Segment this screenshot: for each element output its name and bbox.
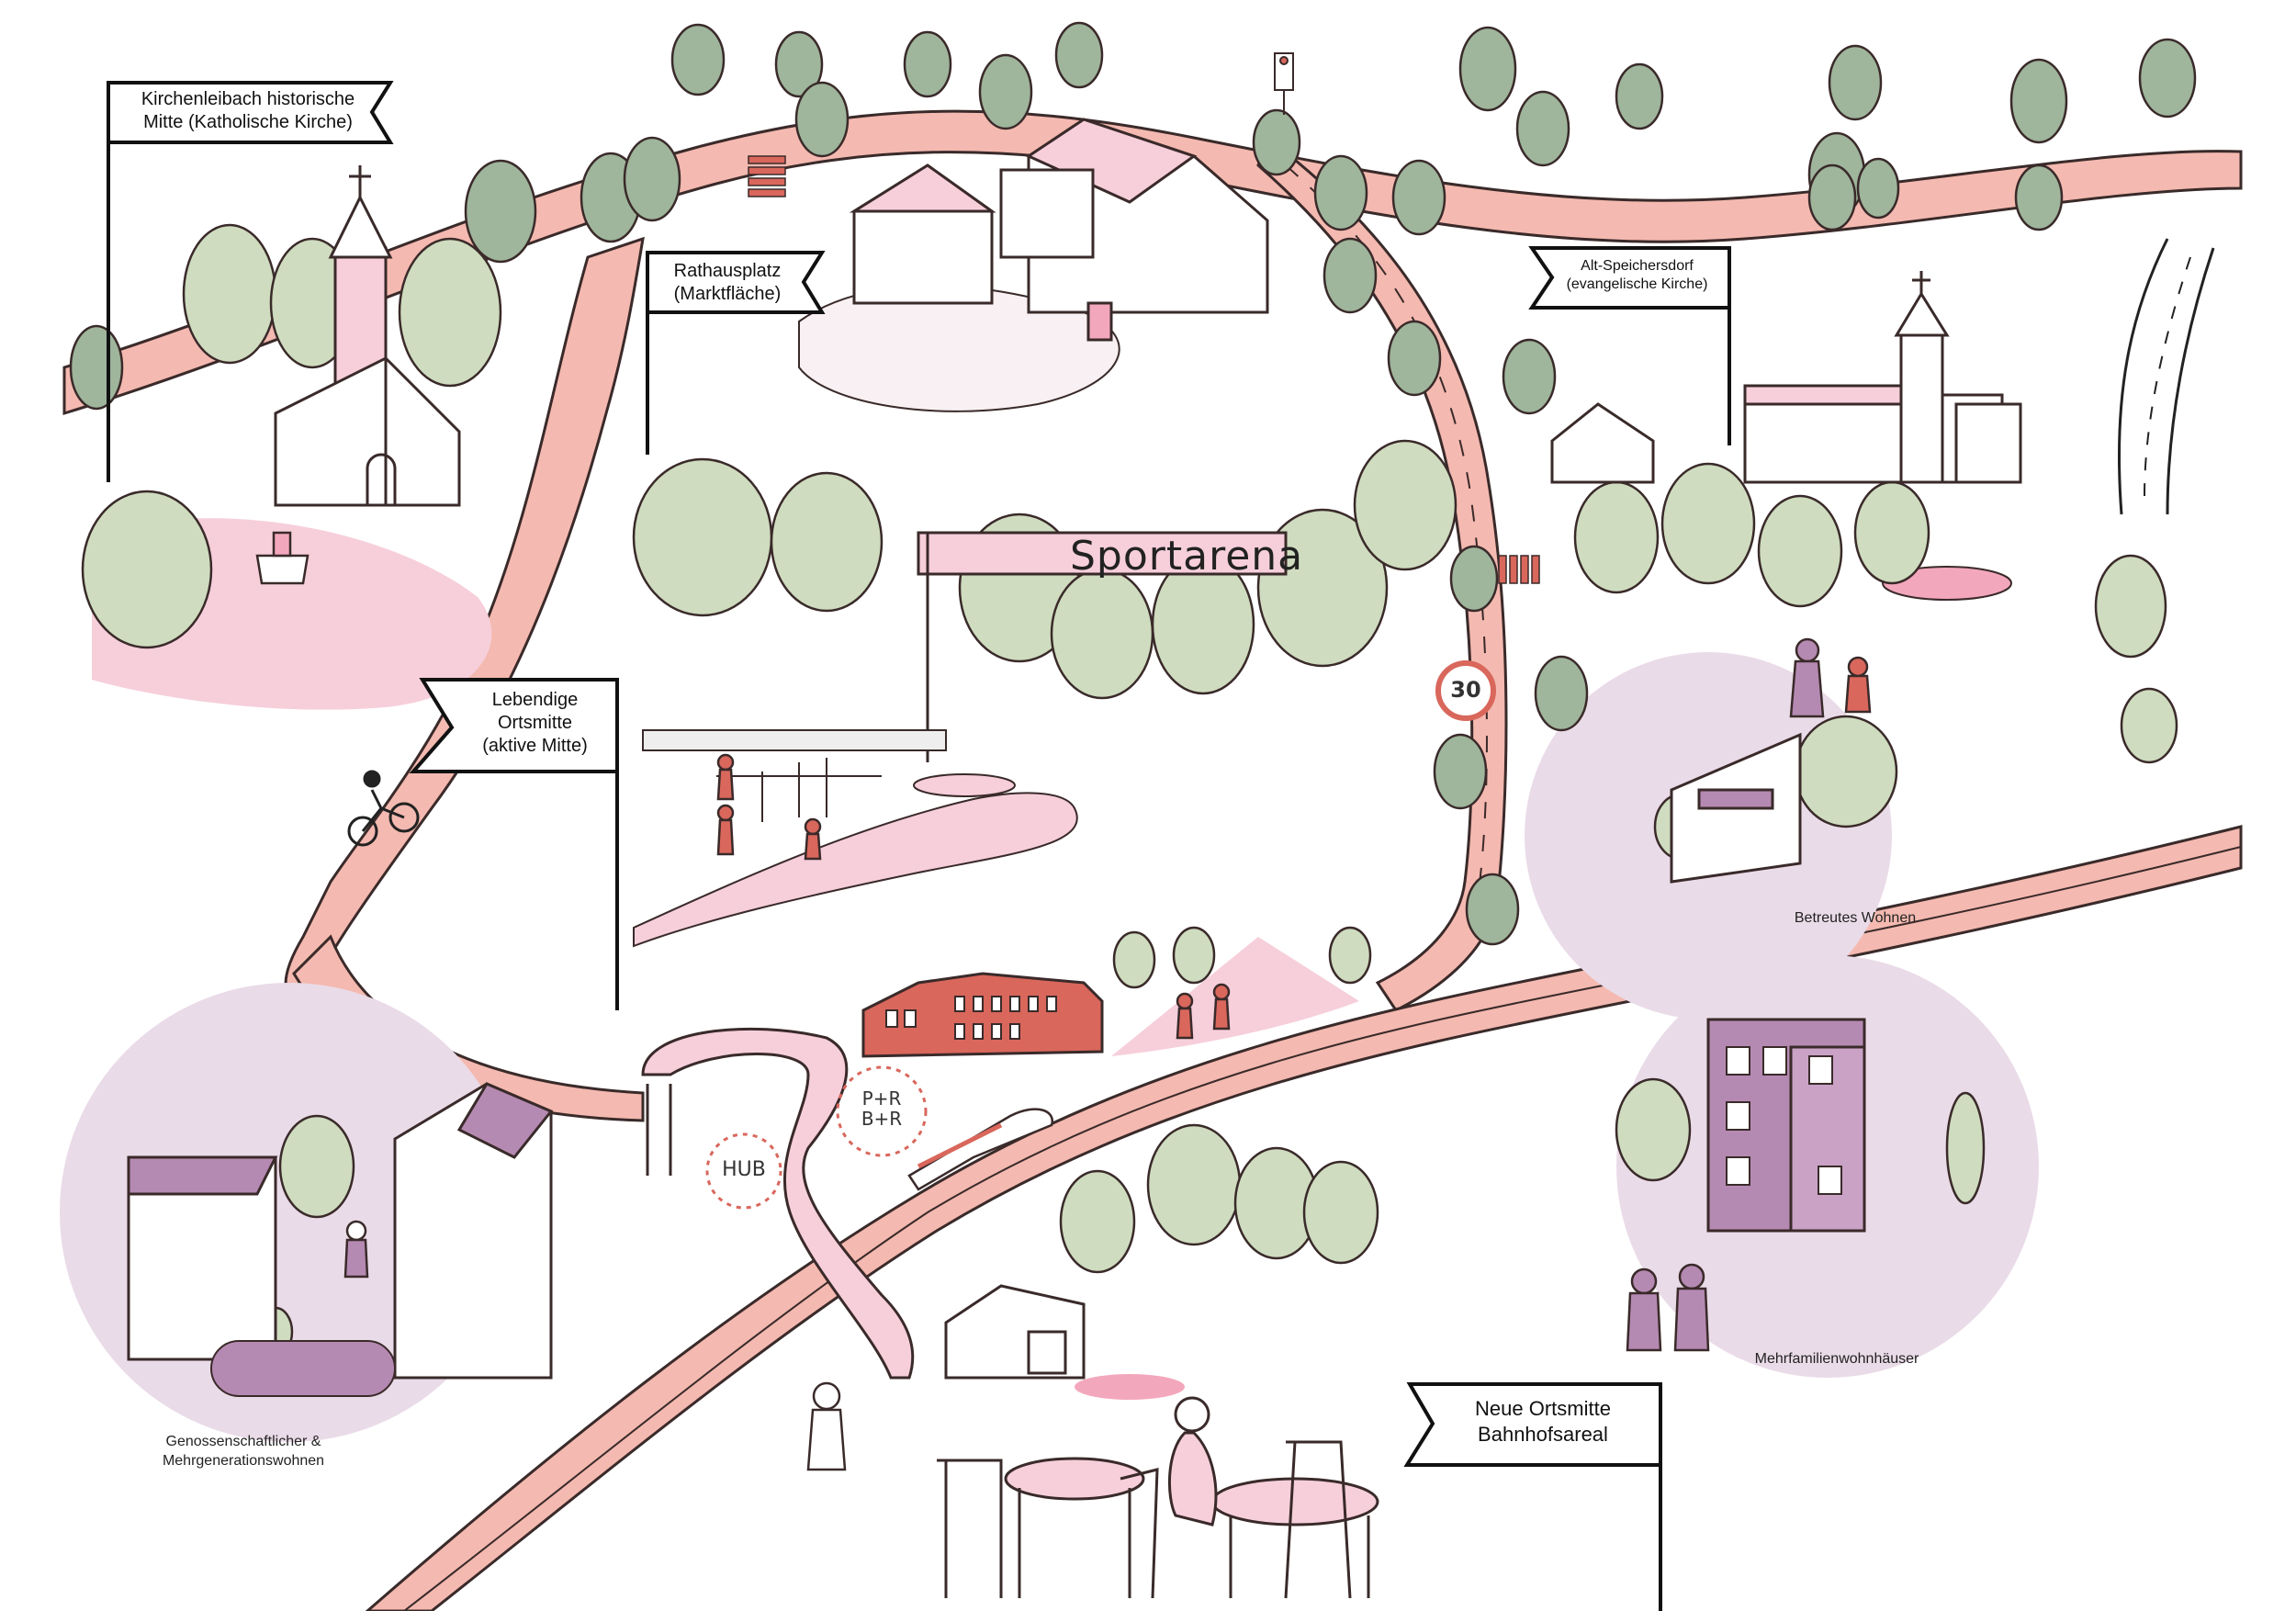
cyclist-icon xyxy=(347,770,420,847)
buildings xyxy=(127,118,2022,1397)
flag-rathausplatz-pennant xyxy=(646,251,826,314)
cafe-scene xyxy=(937,1396,1379,1599)
pedestrian-bridge xyxy=(641,1027,915,1380)
railway xyxy=(365,825,2243,1611)
pink-triangle-area xyxy=(1111,937,1359,1056)
mehrfamilien-label: Mehrfamilienwohnhäuser xyxy=(1754,1351,1919,1367)
flags xyxy=(107,81,1731,1611)
apartment-building xyxy=(1706,1018,1866,1233)
rathaus-buildings xyxy=(849,118,1269,342)
row-houses xyxy=(127,1082,554,1397)
catholic-church xyxy=(274,165,461,507)
speed-limit-label: 30 xyxy=(1450,677,1481,703)
flag-rathausplatz-label: Rathausplatz (Marktfläche) xyxy=(673,261,782,304)
sport-arena xyxy=(642,531,1288,822)
betreutes-wohnen-label: Betreutes Wohnen xyxy=(1794,910,1917,926)
right-curved-road xyxy=(2117,238,2215,515)
flag-lebendige-pennant xyxy=(409,678,619,773)
traffic-light-icon xyxy=(1274,52,1294,115)
flag-neue-ortsmitte-label: Neue Ortsmitte Bahnhofsareal xyxy=(1475,1397,1611,1446)
sportarena-label: Sportarena xyxy=(1070,533,1304,580)
sport-path xyxy=(633,792,1078,948)
crosswalks xyxy=(748,155,1540,584)
people xyxy=(343,637,1872,1471)
train xyxy=(907,1108,1053,1191)
flag-lebendige-label: Lebendige Ortsmitte (aktive Mitte) xyxy=(482,690,588,756)
fountain-icon xyxy=(255,531,310,585)
bottom-house xyxy=(944,1284,1086,1380)
care-building xyxy=(1670,732,1802,884)
speed-limit-sign xyxy=(1435,660,1496,721)
flag-alt-speichersdorf-pennant xyxy=(1528,246,1731,310)
flag-kirchenleibach-pennant xyxy=(107,81,394,144)
hub-label: HUB xyxy=(722,1158,766,1181)
sportarena-banner xyxy=(917,531,1288,576)
hub-icon xyxy=(705,1132,782,1210)
flag-alt-speichersdorf-label: Alt-Speichersdorf (evangelische Kirche) xyxy=(1566,258,1708,292)
fountain-plaza xyxy=(1882,566,2012,601)
station-building xyxy=(861,972,1104,1058)
flag-kirchenleibach-label: Kirchenleibach historische Mitte (Kathol… xyxy=(141,89,355,132)
cafe-plaza-area xyxy=(1075,1374,1185,1400)
flag-neue-ortsmitte-pennant xyxy=(1403,1382,1662,1467)
park-ride-label: P+R B+R xyxy=(861,1087,903,1130)
genossenschaft-label: Genossenschaftlicher & Mehrgenerationswo… xyxy=(162,1434,325,1469)
park-ride-icon xyxy=(836,1065,928,1157)
evangelical-church xyxy=(1550,271,2022,484)
